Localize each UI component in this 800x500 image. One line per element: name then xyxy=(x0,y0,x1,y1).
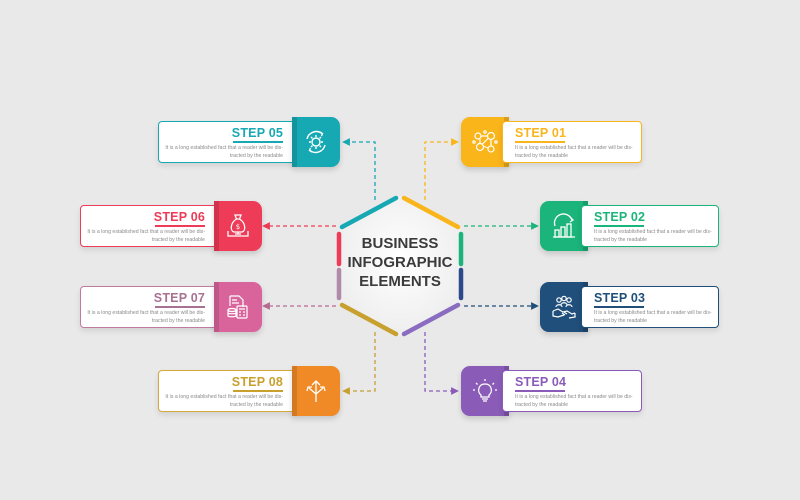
step-04-card: STEP 04 It is a long established fact th… xyxy=(502,370,642,412)
step-08-card: STEP 08 It is a long established fact th… xyxy=(158,370,298,412)
center-title: BUSINESS INFOGRAPHIC ELEMENTS xyxy=(330,234,470,291)
step-07-title: STEP 07 xyxy=(153,291,205,305)
step-05-underline xyxy=(233,141,283,143)
step-03-card: STEP 03 It is a long established fact th… xyxy=(581,286,719,328)
step-02-description: It is a long established fact that a rea… xyxy=(594,229,712,243)
step-05-icon-tab xyxy=(292,117,340,167)
step-06-card: STEP 06 It is a long established fact th… xyxy=(80,205,220,247)
hexagon-frame xyxy=(336,195,464,337)
money-bag-icon: $ xyxy=(227,214,249,237)
step-05-title: STEP 05 xyxy=(231,126,283,140)
step-07-underline xyxy=(155,306,205,308)
step-08-description: It is a long established fact that a rea… xyxy=(165,394,283,408)
lightbulb-icon xyxy=(473,379,497,402)
step-04-description: It is a long established fact that a rea… xyxy=(515,394,633,408)
step-02-underline xyxy=(594,225,644,227)
step-07-icon-tab xyxy=(214,282,262,332)
step-06-underline xyxy=(155,225,205,227)
center-title-line-1: BUSINESS xyxy=(361,235,439,252)
step-05-description: It is a long established fact that a rea… xyxy=(165,145,283,159)
step-02-card: STEP 02 It is a long established fact th… xyxy=(581,205,719,247)
svg-text:$: $ xyxy=(236,223,240,231)
step-04-underline xyxy=(515,390,565,392)
step-01-description: It is a long established fact that a rea… xyxy=(515,145,633,159)
step-07-card: STEP 07 It is a long established fact th… xyxy=(80,286,220,328)
step-01-card: STEP 01 It is a long established fact th… xyxy=(502,121,642,163)
step-05-card: STEP 05 It is a long established fact th… xyxy=(158,121,298,163)
calculator-document-icon xyxy=(227,295,248,319)
gear-cycle-icon xyxy=(306,130,326,154)
step-03-underline xyxy=(594,306,644,308)
direction-arrows-icon xyxy=(306,380,326,402)
step-03-title: STEP 03 xyxy=(594,291,646,305)
step-01-underline xyxy=(515,141,565,143)
center-title-line-2: INFOGRAPHIC xyxy=(347,254,453,271)
step-08-icon-tab xyxy=(292,366,340,416)
center-title-line-3: ELEMENTS xyxy=(359,273,441,290)
step-06-icon-tab: $ xyxy=(214,201,262,251)
step-04-title: STEP 04 xyxy=(515,375,567,389)
step-01-title: STEP 01 xyxy=(515,126,567,140)
team-handshake-icon xyxy=(552,295,576,319)
growth-chart-icon xyxy=(553,213,575,238)
step-02-title: STEP 02 xyxy=(594,210,646,224)
step-03-description: It is a long established fact that a rea… xyxy=(594,310,712,324)
step-07-description: It is a long established fact that a rea… xyxy=(87,310,205,324)
step-08-underline xyxy=(233,390,283,392)
step-08-title: STEP 08 xyxy=(231,375,283,389)
center-hexagon: BUSINESS INFOGRAPHIC ELEMENTS xyxy=(330,190,470,342)
step-06-title: STEP 06 xyxy=(153,210,205,224)
step-06-description: It is a long established fact that a rea… xyxy=(87,229,205,243)
network-people-icon xyxy=(472,130,498,153)
